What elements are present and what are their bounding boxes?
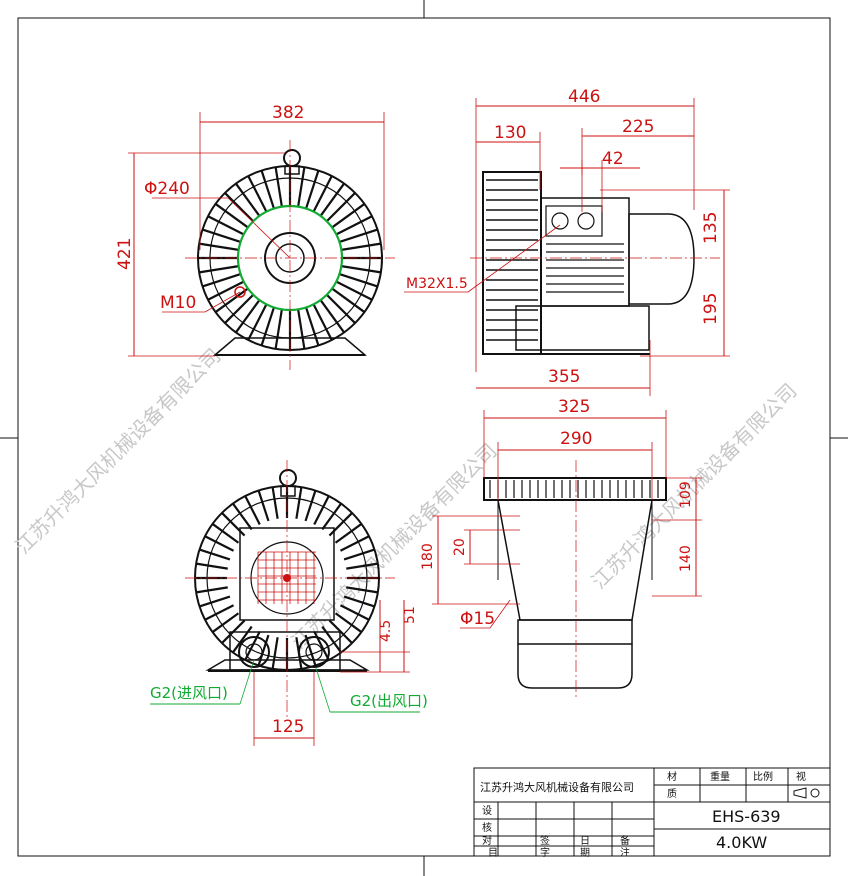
dim-bottom-hole: Φ15 xyxy=(460,609,495,629)
watermark-right: 江苏升鸿大风机械设备有限公司 xyxy=(587,379,802,594)
tb-company: 江苏升鸿大风机械设备有限公司 xyxy=(480,780,634,794)
tb-weight: 重量 xyxy=(710,770,730,783)
dim-side-total: 446 xyxy=(568,87,600,107)
dim-side-130: 130 xyxy=(494,123,526,143)
projection-symbol-icon xyxy=(793,787,820,799)
dim-rear-51: 51 xyxy=(402,606,418,624)
tb-design: 设 xyxy=(482,805,492,817)
dim-bottom-325: 325 xyxy=(558,397,590,417)
tb-zhu: 注 xyxy=(620,846,630,859)
dim-bottom-140: 140 xyxy=(678,545,694,572)
dim-rear-125: 125 xyxy=(272,717,304,737)
dim-front-bolt: M10 xyxy=(160,293,196,313)
tb-model: EHS-639 xyxy=(712,807,781,826)
dim-side-355: 355 xyxy=(548,367,580,387)
front-view: 382 Φ240 421 M10 xyxy=(115,103,395,370)
dim-front-width: 382 xyxy=(272,103,304,123)
port-outlet-label: G2(出风口) xyxy=(350,692,428,710)
dim-side-42: 42 xyxy=(602,149,624,169)
tb-material: 材 xyxy=(667,770,677,783)
dim-side-135: 135 xyxy=(701,212,721,244)
tb-material2: 质 xyxy=(667,788,677,800)
tb-zi: 字 xyxy=(540,846,550,859)
watermark-left: 江苏升鸿大风机械设备有限公司 xyxy=(11,344,226,559)
dim-bottom-109: 109 xyxy=(678,481,694,508)
dim-rear-45: 4.5 xyxy=(378,620,394,642)
dim-bottom-180: 180 xyxy=(420,543,436,570)
rear-view: G2(进风口) G2(出风口) 125 4.5 51 xyxy=(150,460,428,746)
dim-side-195: 195 xyxy=(701,293,721,325)
tb-view: 视 xyxy=(796,770,806,783)
tb-check: 核 xyxy=(482,821,492,834)
tb-power: 4.0KW xyxy=(716,833,767,852)
tb-row3: 对 xyxy=(482,834,492,847)
side-view: 446 130 225 42 135 195 355 M32X1.5 xyxy=(404,87,730,396)
tb-date: 日 xyxy=(580,836,590,847)
tb-ratio: 比例 xyxy=(753,770,773,783)
port-inlet-label: G2(进风口) xyxy=(150,684,228,702)
tb-mu: 目 xyxy=(488,848,498,859)
tb-sign: 签 xyxy=(540,834,550,847)
title-block xyxy=(473,767,831,857)
dim-bottom-20: 20 xyxy=(452,538,468,556)
tb-qi: 期 xyxy=(580,847,590,859)
bottom-view: 325 290 109 140 180 20 Φ15 xyxy=(420,397,702,700)
dim-front-height: 421 xyxy=(115,238,135,270)
dim-side-thread: M32X1.5 xyxy=(406,276,468,292)
dim-bottom-290: 290 xyxy=(560,429,592,449)
dim-side-225: 225 xyxy=(622,117,654,137)
dim-front-diameter: Φ240 xyxy=(144,179,190,199)
tb-note: 备 xyxy=(620,834,630,847)
